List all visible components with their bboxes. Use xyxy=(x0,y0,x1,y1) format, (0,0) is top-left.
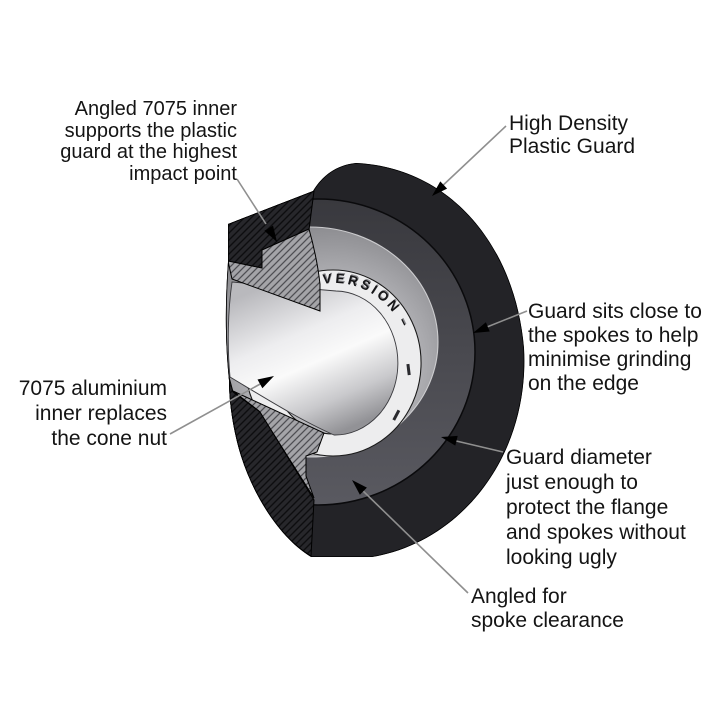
cut-face-aluminium-top xyxy=(227,228,321,312)
label-aluminium-inner-cone-nut: 7075 aluminium inner replaces the cone n… xyxy=(18,377,167,450)
label-angled-inner-support: Angled 7075 inner supports the plastic g… xyxy=(60,98,237,185)
leader-spoke-clearance xyxy=(359,487,469,594)
leader-guard-sits xyxy=(481,310,528,330)
arrowhead-guard-diameter xyxy=(441,435,458,446)
label-guard-diameter: Guard diameter just enough to protect th… xyxy=(506,446,686,569)
arrowhead-plastic-guard xyxy=(432,181,448,196)
guard-outline xyxy=(225,163,525,557)
aluminium-edge-highlight xyxy=(225,226,439,458)
leader-plastic-guard xyxy=(437,125,507,191)
arrowhead-angled-inner xyxy=(264,225,277,242)
leader-arrowheads xyxy=(257,181,490,495)
ring-mark xyxy=(392,409,401,421)
label-guard-sits-close: Guard sits close to the spokes to help m… xyxy=(528,300,702,395)
label-angled-spoke-clearance: Angled for spoke clearance xyxy=(471,585,624,632)
label-high-density-plastic-guard: High Density Plastic Guard xyxy=(509,112,636,158)
leader-aluminium-inner xyxy=(169,382,263,435)
bore-interior xyxy=(227,281,399,436)
leader-angled-inner xyxy=(236,178,267,225)
arrowhead-spoke-clearance xyxy=(352,480,367,495)
arrowhead-guard-sits xyxy=(473,322,490,333)
leader-guard-diameter xyxy=(451,439,504,453)
arrowhead-aluminium-inner xyxy=(257,376,274,389)
leader-lines xyxy=(169,125,528,594)
ring-mark xyxy=(406,363,411,376)
